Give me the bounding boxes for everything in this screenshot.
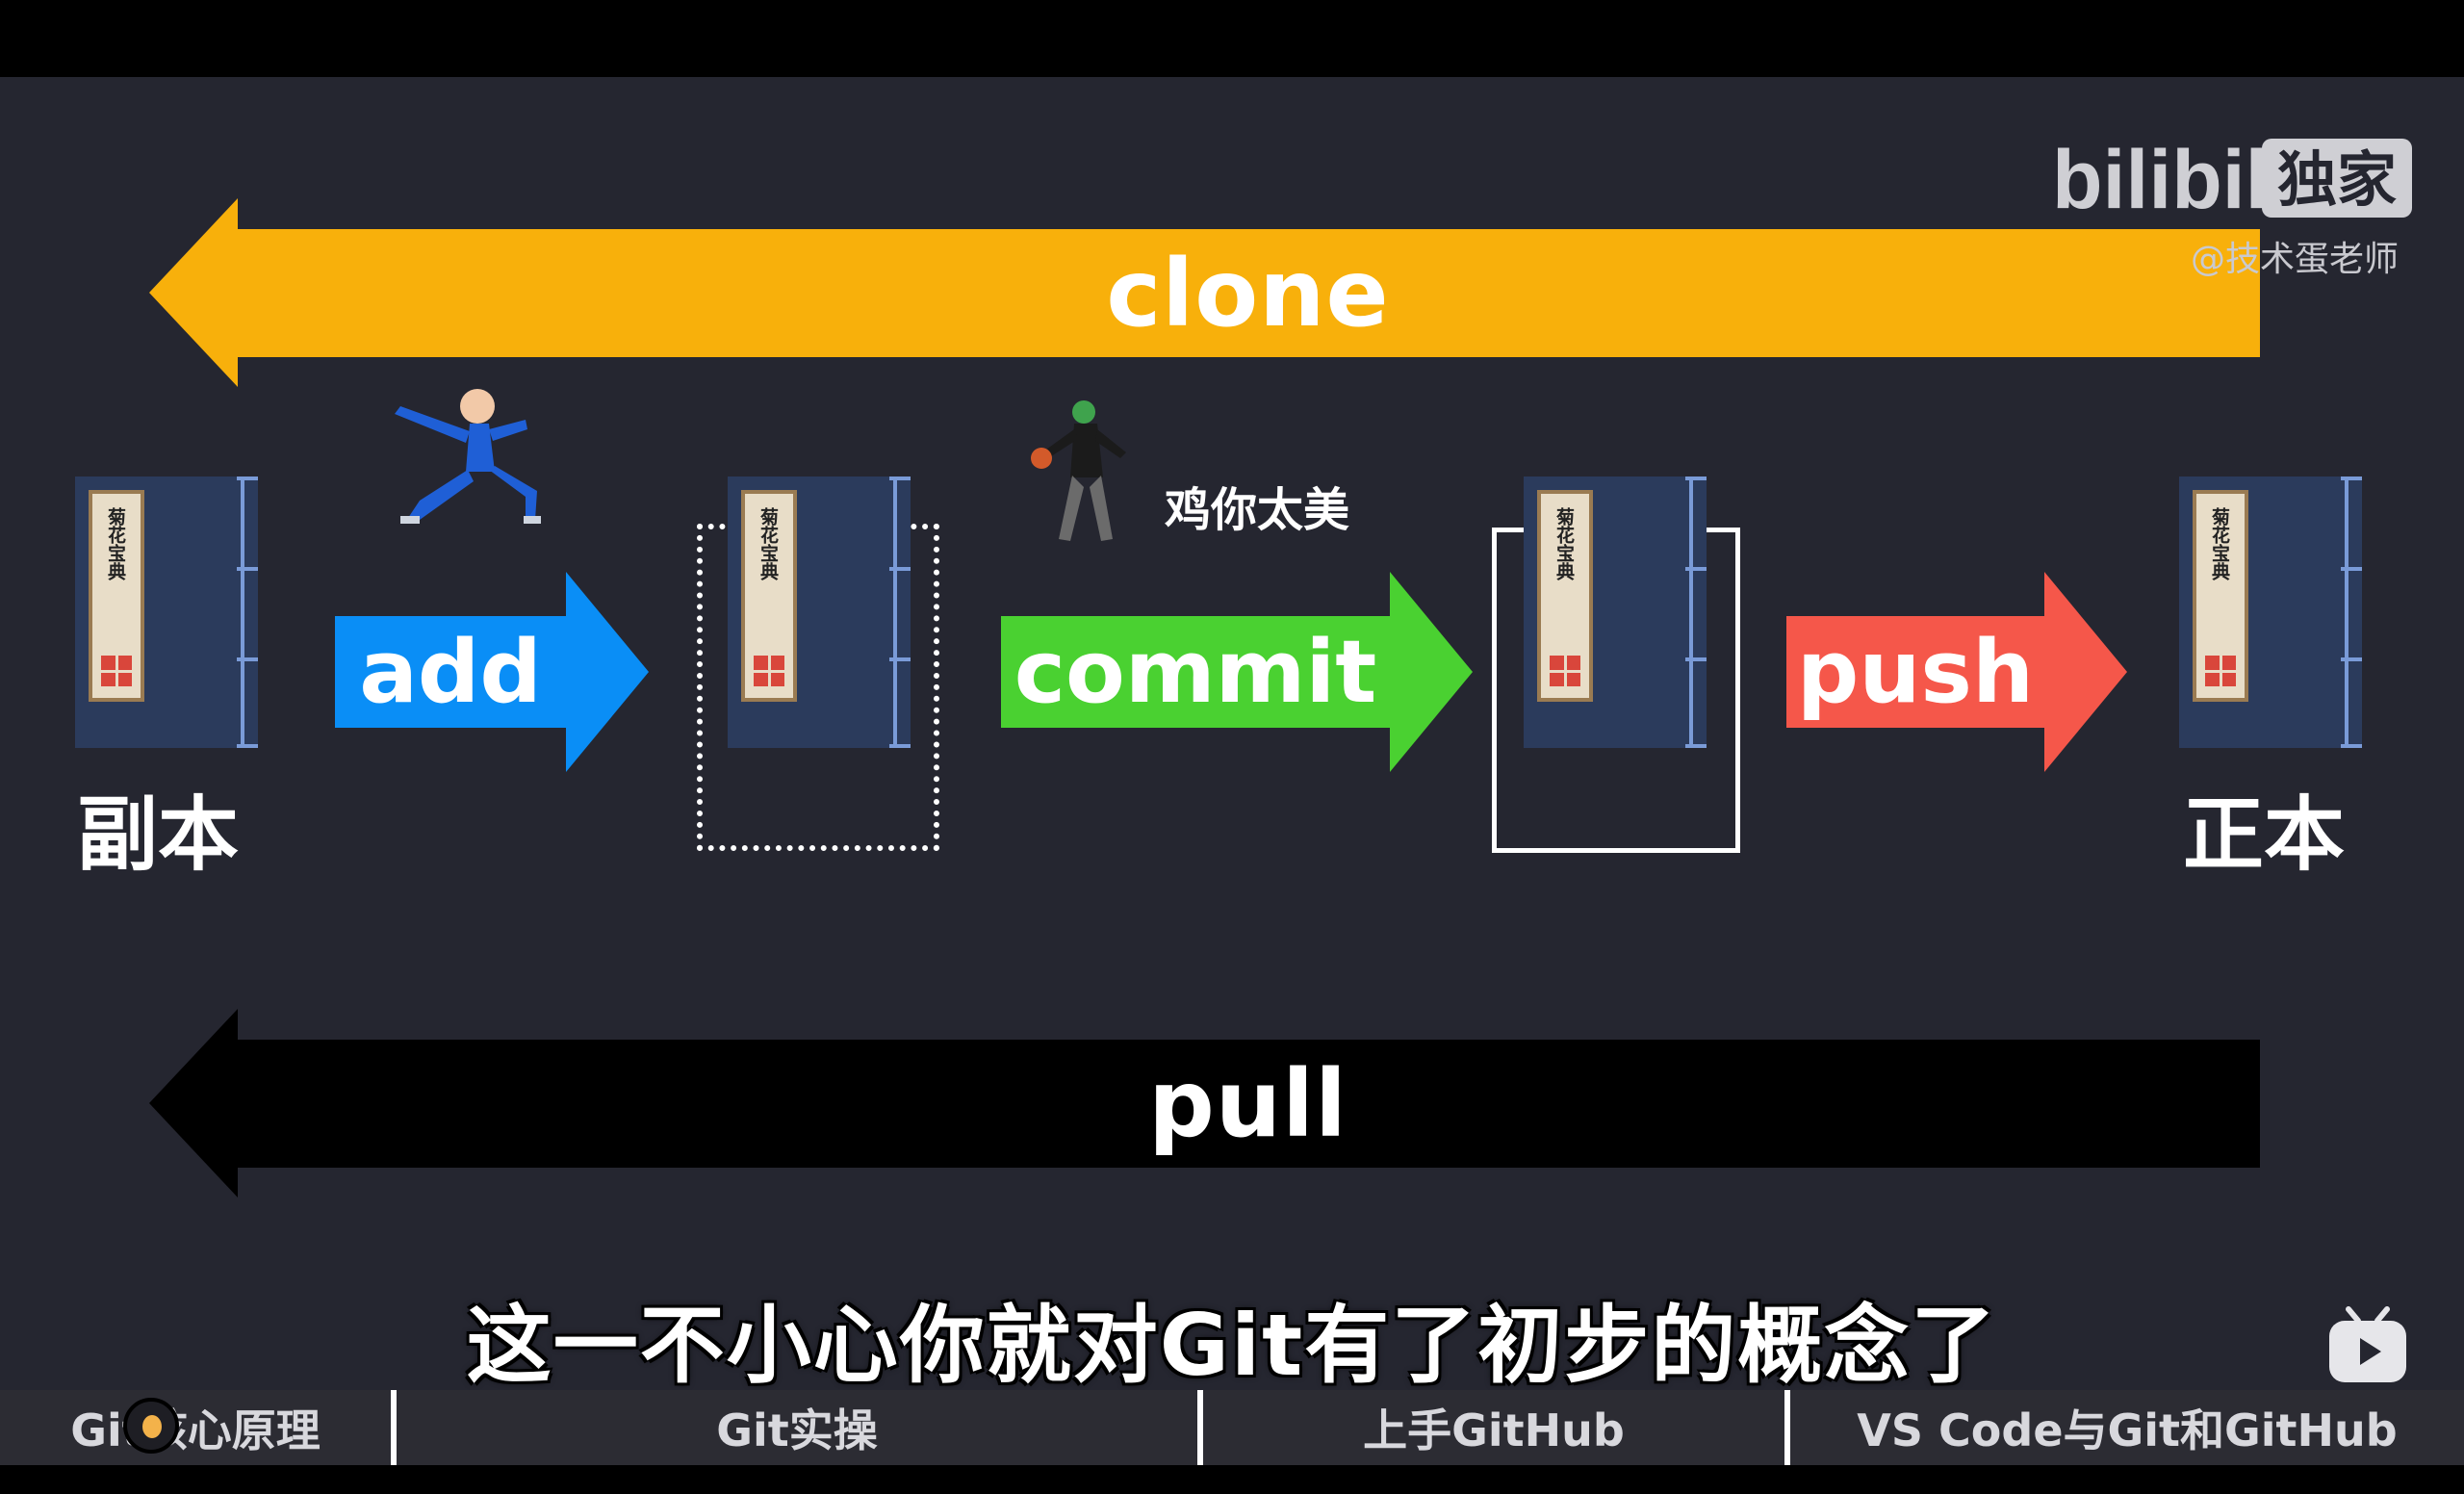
push-label: push: [1796, 621, 2035, 723]
staged-book: 菊花宝典: [728, 477, 911, 748]
clone-label: clone: [1106, 239, 1390, 348]
video-frame[interactable]: clone bilibili 独家 @技术蛋老师 菊花宝典 副本 add: [0, 77, 2464, 1465]
clone-arrow-head: [149, 198, 238, 387]
original-label: 正本: [2183, 787, 2346, 882]
chapter-item-github[interactable]: 上手GitHub: [1363, 1404, 1625, 1456]
chapter-divider: [1784, 1390, 1790, 1465]
commit-label: commit: [1014, 621, 1377, 723]
clone-arrow-body: [236, 229, 2260, 357]
chapter-item-git-practice[interactable]: Git实操: [716, 1404, 878, 1456]
book-seal-icon: [2205, 656, 2236, 686]
progress-handle[interactable]: [123, 1398, 179, 1454]
exclusive-badge-text: 独家: [2277, 144, 2397, 215]
video-subtitle: 这一不小心你就对Git有了初步的概念了: [466, 1296, 1998, 1395]
commit-arrow: commit: [1001, 572, 1473, 772]
chapter-bar: Git核心原理 Git实操 上手GitHub VS Code与Git和GitHu…: [0, 1390, 2464, 1465]
push-arrow: push: [1786, 572, 2127, 772]
bilibili-tv-icon[interactable]: [2325, 1301, 2410, 1386]
pull-label: pull: [1148, 1049, 1348, 1158]
chapter-item-vscode[interactable]: VS Code与Git和GitHub: [1857, 1404, 2398, 1456]
bilibili-logo: bilibili 独家: [2052, 134, 2412, 225]
meme-caption: 鸡你太美: [1165, 483, 1350, 537]
chapter-divider: [1197, 1390, 1203, 1465]
book-title: 菊花宝典: [1553, 507, 1575, 580]
kungfu-figure-icon: [395, 389, 541, 524]
pull-arrow-body: [236, 1040, 2260, 1168]
copy-book: 菊花宝典: [75, 477, 258, 748]
chapter-item-git-core[interactable]: Git核心原理: [70, 1404, 321, 1456]
basketball-dancer-icon: [1031, 400, 1126, 541]
original-book: 菊花宝典: [2179, 477, 2362, 748]
exclusive-badge-bg: [2262, 139, 2412, 218]
book-title: 菊花宝典: [2209, 507, 2230, 580]
pull-arrow: pull: [149, 1009, 2260, 1198]
add-arrow: add: [335, 572, 649, 772]
add-label: add: [359, 621, 542, 723]
book-title: 菊花宝典: [105, 507, 126, 580]
book-seal-icon: [1550, 656, 1580, 686]
clone-arrow: clone: [149, 198, 2260, 387]
book-label-card: 菊花宝典: [89, 490, 144, 702]
chapter-divider: [391, 1390, 397, 1465]
committed-book: 菊花宝典: [1524, 477, 1707, 748]
book-title: 菊花宝典: [757, 507, 779, 580]
book-seal-icon: [754, 656, 784, 686]
copy-label: 副本: [77, 787, 240, 882]
pull-arrow-head: [149, 1009, 238, 1198]
bilibili-wordmark: bilibili: [2052, 134, 2291, 225]
author-watermark: @技术蛋老师: [2191, 240, 2400, 279]
book-seal-icon: [101, 656, 132, 686]
